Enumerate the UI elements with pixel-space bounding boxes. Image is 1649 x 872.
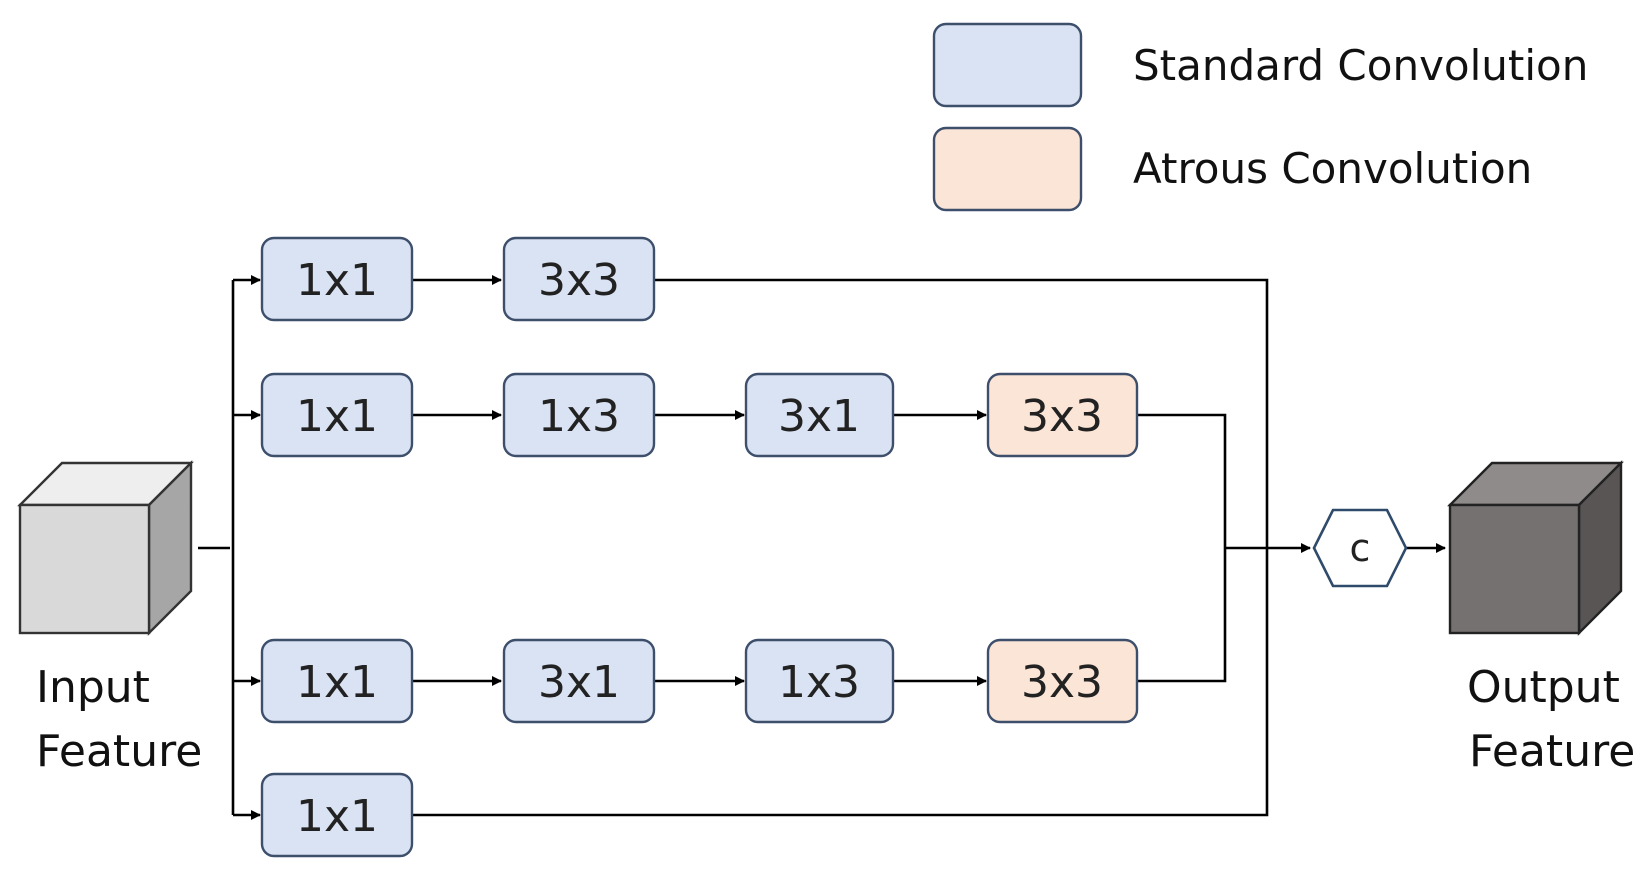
input-feature-cube <box>17 460 194 636</box>
branch1-block-2-label: 3x3 <box>538 255 620 306</box>
legend-standard-label: Standard Convolution <box>1133 41 1588 90</box>
branch2-block-3-label: 3x1 <box>778 391 860 442</box>
input-feature-label-line2: Feature <box>36 726 202 777</box>
branch3-block-4 <box>986 638 1139 724</box>
branch3-block-1-label: 1x1 <box>296 657 378 708</box>
branch3-block-3 <box>744 638 895 724</box>
output-feature-label-line2: Feature <box>1469 726 1635 777</box>
branch2-block-2-label: 1x3 <box>538 391 620 442</box>
connections <box>198 275 1446 820</box>
branch2-block-4-label: 3x3 <box>1021 391 1103 442</box>
legend-standard-swatch <box>932 22 1083 108</box>
concat-hexagon <box>1312 508 1408 588</box>
branch3-block-4-label: 3x3 <box>1021 657 1103 708</box>
branch1-block-1 <box>260 236 414 322</box>
branch-2: 1x1 1x3 3x1 3x3 <box>260 372 1139 458</box>
concat-node: c <box>1312 508 1408 588</box>
branch2-out-wire <box>1137 413 1227 683</box>
branch-3: 1x1 3x1 1x3 3x3 <box>260 638 1139 724</box>
branch2-block-4 <box>986 372 1139 458</box>
branch4-block-1-label: 1x1 <box>296 791 378 842</box>
output-cube-front <box>1448 503 1581 635</box>
input-feature-label-line1: Input <box>36 662 150 713</box>
input-cube-front <box>18 503 151 635</box>
branch-1: 1x1 3x3 <box>260 236 656 322</box>
branch3-block-2 <box>502 638 656 724</box>
branch2-block-3 <box>744 372 895 458</box>
branch1-out-wire <box>412 278 1269 817</box>
legend-atrous-swatch <box>932 126 1083 212</box>
branch1-block-1-label: 1x1 <box>296 255 378 306</box>
branch3-block-1 <box>260 638 414 724</box>
branch3-block-3-label: 1x3 <box>778 657 860 708</box>
branch4-block-1 <box>260 772 414 858</box>
branch2-block-1-label: 1x1 <box>296 391 378 442</box>
legend: Standard Convolution Atrous Convolution <box>932 22 1588 212</box>
output-feature-cube <box>1447 460 1624 636</box>
legend-atrous-label: Atrous Convolution <box>1133 144 1532 193</box>
branch-4: 1x1 <box>260 772 414 858</box>
branch2-block-1 <box>260 372 414 458</box>
concat-label: c <box>1350 526 1371 570</box>
output-feature-label-line1: Output <box>1467 662 1620 713</box>
branch1-block-2 <box>502 236 656 322</box>
branch2-block-2 <box>502 372 656 458</box>
branch3-block-2-label: 3x1 <box>538 657 620 708</box>
